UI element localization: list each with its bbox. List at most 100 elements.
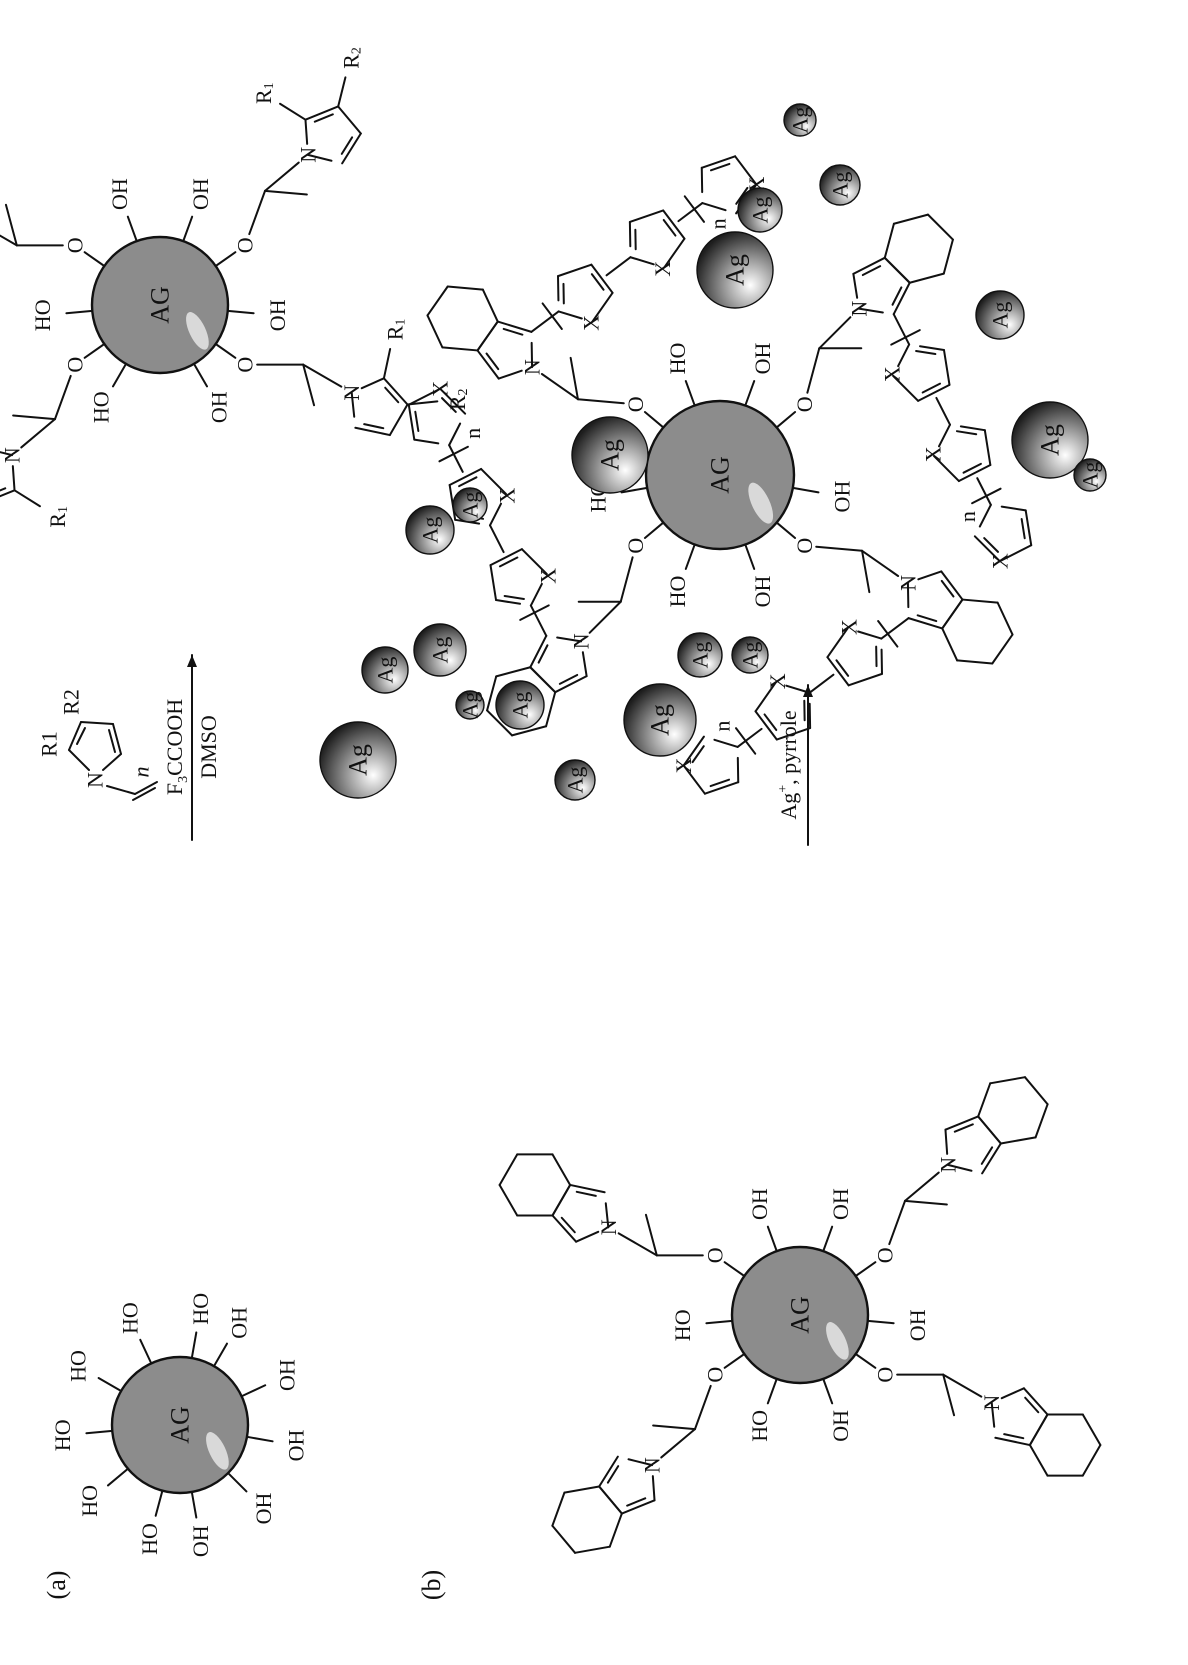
- n-bond: [861, 549, 900, 577]
- silver-nanoparticle: Ag: [319, 721, 397, 799]
- ring-double-bond: [662, 218, 677, 237]
- ring-bond: [857, 307, 884, 314]
- ring-bond: [973, 535, 1001, 563]
- ring-bond: [883, 222, 895, 259]
- terminal-ring: [973, 503, 1033, 563]
- silver-nanoparticle: Ag: [819, 164, 861, 206]
- chain-bond: [880, 617, 910, 640]
- hydroxyl-bond: [112, 362, 127, 388]
- ring-bond: [917, 383, 951, 402]
- chain-bond: [808, 673, 835, 694]
- silver-sphere: [554, 759, 596, 801]
- hydroxyl-bond: [822, 1377, 834, 1405]
- repeat-bracket: [683, 195, 706, 223]
- ring-bond: [551, 1153, 572, 1186]
- ring-bond: [350, 391, 356, 418]
- ring-bond: [382, 377, 409, 406]
- core-highlight: [748, 482, 774, 524]
- silver-sphere: [319, 721, 397, 799]
- chain-bond: [935, 396, 952, 426]
- hydroxyl-label: HO: [137, 1523, 162, 1555]
- hydroxyl-bond: [182, 215, 194, 243]
- ether-bond: [53, 374, 72, 421]
- ring-double-bond: [340, 136, 354, 155]
- hydroxyl-label: OH: [750, 576, 775, 608]
- hydroxyl-label: OH: [251, 1492, 276, 1524]
- heterocycle-ring: [892, 343, 951, 402]
- silver-label: Ag: [738, 642, 763, 669]
- polythiophene-chain: n: [530, 195, 731, 333]
- hydroxyl-bond: [226, 309, 255, 315]
- ring-bond: [569, 1183, 606, 1194]
- n-bond: [20, 418, 56, 449]
- ring-double-bond: [962, 462, 982, 474]
- hydroxyl-bond: [705, 1319, 734, 1325]
- repeat-index: n: [460, 428, 485, 439]
- ring-bond: [857, 630, 883, 640]
- ring-bond: [999, 1136, 1037, 1145]
- substituent-r1: R1: [44, 506, 70, 528]
- ring-bond: [575, 1230, 600, 1243]
- ring-bond: [826, 627, 849, 659]
- ring-bond: [511, 725, 548, 737]
- ring-double-bond: [835, 659, 850, 677]
- ring-double-bond: [709, 162, 731, 172]
- heteroatom-label: X: [987, 553, 1012, 569]
- ring-double-bond: [983, 537, 999, 553]
- heteroatom-label: X: [428, 381, 453, 397]
- ether-bond: [214, 343, 237, 359]
- ring-double-bond: [313, 113, 334, 123]
- methyl-bond: [4, 203, 18, 247]
- chain-bond: [530, 310, 560, 333]
- methyl-bond: [12, 414, 56, 421]
- n-bond: [942, 1373, 983, 1398]
- ring-bond: [557, 263, 593, 278]
- heterocycle-ring: [628, 209, 686, 269]
- ring-bond: [591, 291, 614, 323]
- substituent-r1: R1: [251, 82, 277, 104]
- ring-bond: [488, 502, 503, 527]
- ring-bond: [961, 598, 999, 604]
- hydroxyl-label: OH: [107, 178, 132, 210]
- silver-nanoparticle: Ag: [1011, 401, 1089, 479]
- silver-label: Ag: [373, 657, 398, 684]
- ring-bond: [627, 1458, 654, 1467]
- ring-bond: [883, 256, 911, 284]
- ring-bond: [994, 1436, 1031, 1447]
- hydroxyl-bond: [744, 543, 756, 570]
- silver-sphere: [737, 187, 783, 233]
- ring-bond: [446, 285, 484, 291]
- silver-nanoparticle: Ag: [737, 187, 783, 233]
- ring-bond: [941, 598, 964, 630]
- silver-nanoparticle: Ag: [452, 487, 488, 523]
- silver-sphere: [1011, 401, 1089, 479]
- monomer-bond: [132, 787, 156, 801]
- heteroatom-label: X: [837, 619, 862, 635]
- ring-bond: [754, 681, 777, 713]
- oxygen-label: O: [702, 1247, 727, 1263]
- hydroxyl-bond: [190, 1331, 198, 1360]
- ring-bond: [892, 281, 911, 316]
- ring-bond: [754, 710, 778, 741]
- ring-double-bond: [503, 594, 525, 601]
- ring-bond: [598, 1485, 623, 1515]
- ring-bond: [1000, 505, 1027, 512]
- silver-nanoparticle: Ag: [571, 416, 649, 494]
- ring-bond: [598, 1455, 619, 1488]
- ring-double-bond: [0, 487, 7, 497]
- hydroxyl-label: OH: [188, 1525, 213, 1557]
- silver-label: Ag: [563, 767, 588, 794]
- ring-bond: [852, 256, 886, 275]
- ether-bond: [775, 411, 797, 429]
- ring-bond: [498, 1183, 519, 1217]
- silver-sphere: [819, 164, 861, 206]
- silver-nanoparticle: Ag: [455, 690, 485, 720]
- hydroxyl-label: HO: [50, 1419, 75, 1451]
- monomer-r1: R1: [37, 731, 62, 757]
- ring-bond: [651, 1475, 656, 1502]
- ring-bond: [495, 599, 521, 605]
- ring-double-bond: [915, 349, 937, 356]
- hydroxyl-label: HO: [665, 576, 690, 608]
